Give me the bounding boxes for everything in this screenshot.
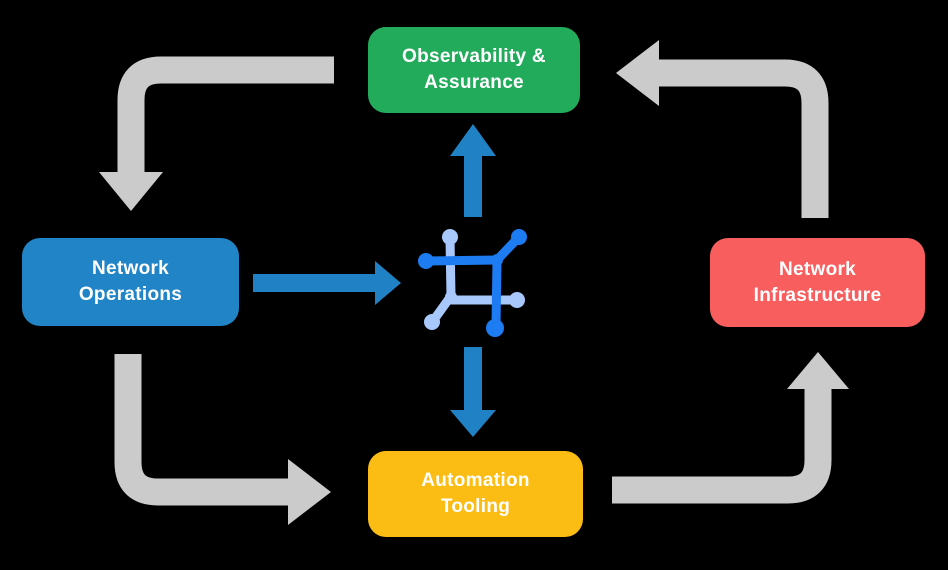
arrow-operations-to-automation xyxy=(114,354,331,525)
arrow-operations-to-center xyxy=(253,261,401,305)
arrow-infrastructure-to-observability xyxy=(616,40,829,218)
network-mesh-dark-nodes xyxy=(418,229,527,337)
node-label-line: Network xyxy=(778,258,857,280)
arrow-shaft xyxy=(464,347,482,411)
node-label-line: Network xyxy=(91,258,170,279)
arrow-shaft xyxy=(659,59,829,218)
arrow-head xyxy=(450,410,496,437)
arrow-center-to-observability xyxy=(450,124,496,217)
node-label-line: Assurance xyxy=(424,72,524,93)
arrow-head xyxy=(288,459,331,525)
arrow-head xyxy=(375,261,401,305)
arrow-head xyxy=(99,172,163,211)
arrow-observability-to-operations xyxy=(99,56,334,211)
node-network-operations: Network Operations xyxy=(22,238,239,326)
network-mesh-light-nodes xyxy=(424,229,525,330)
node-observability-assurance: Observability & Assurance xyxy=(368,27,580,113)
arrow-head xyxy=(450,124,496,156)
arrow-shaft xyxy=(114,354,288,506)
node-network-infrastructure: Network Infrastructure xyxy=(710,238,925,327)
arrow-center-to-automation xyxy=(450,347,496,437)
arrow-head xyxy=(616,40,659,106)
arrow-shaft xyxy=(612,389,832,504)
arrow-shaft xyxy=(464,153,482,217)
arrow-shaft xyxy=(253,274,377,292)
arrow-automation-to-infrastructure xyxy=(612,352,849,504)
node-label-line: Observability & xyxy=(402,46,546,67)
node-label-line: Infrastructure xyxy=(753,284,882,306)
arrow-head xyxy=(787,352,849,389)
node-label-line: Tooling xyxy=(440,496,511,517)
arrow-shaft xyxy=(117,56,334,174)
network-mesh-icon xyxy=(418,229,527,337)
node-automation-tooling: Automation Tooling xyxy=(368,451,583,537)
node-label-line: Automation xyxy=(421,470,530,491)
node-label-line: Operations xyxy=(78,284,183,305)
